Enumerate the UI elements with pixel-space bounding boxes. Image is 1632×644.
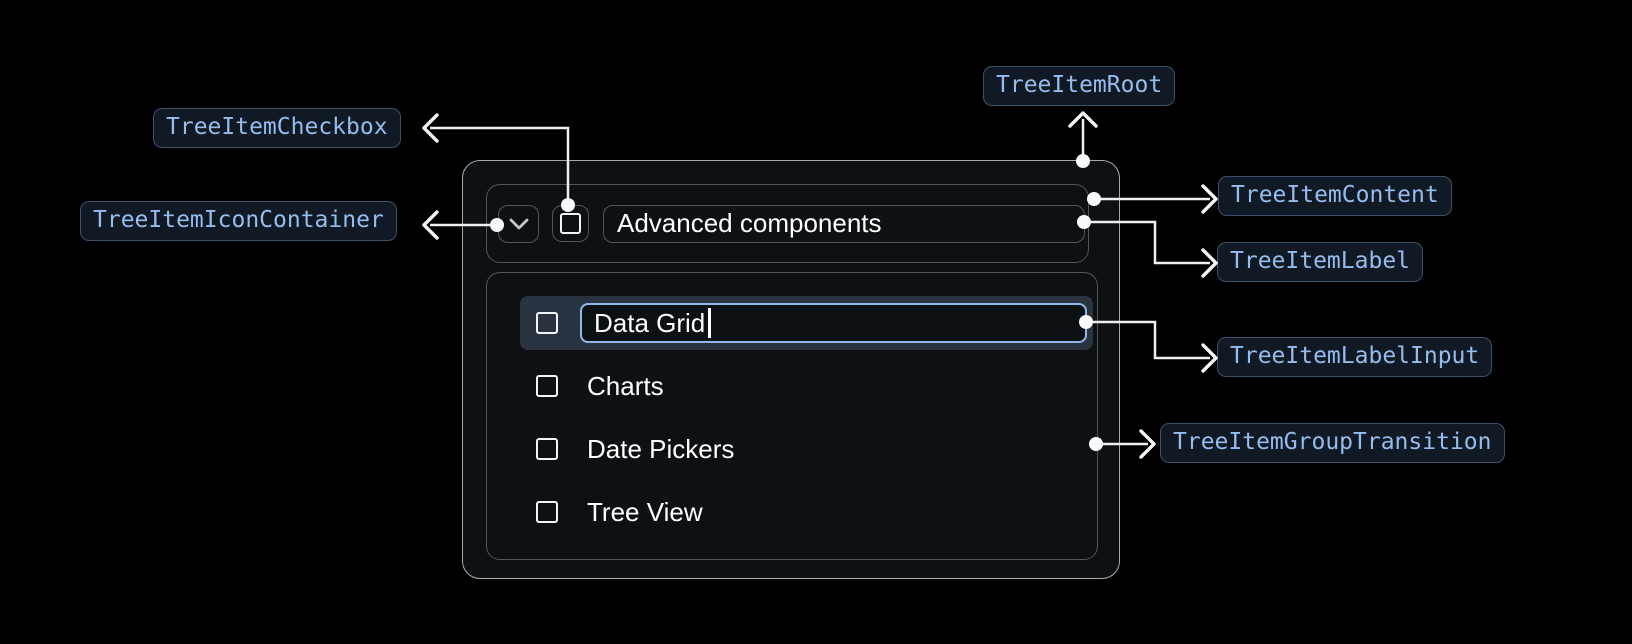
tree-item-root: Advanced components Data Grid Charts Dat…: [462, 160, 1120, 579]
tree-row-charts[interactable]: Charts: [520, 359, 1093, 413]
arrowhead-right-icon: [1201, 184, 1218, 214]
annotation-tree-item-icon-container: TreeItemIconContainer: [80, 201, 397, 241]
annotation-tree-item-label-input: TreeItemLabelInput: [1217, 337, 1493, 377]
checkbox-unchecked-icon: [560, 213, 581, 234]
annotation-tree-item-root: TreeItemRoot: [983, 66, 1176, 106]
row-label-text: Tree View: [587, 496, 703, 527]
arrowhead-left-icon: [422, 113, 439, 143]
tree-item-group-transition: Data Grid Charts Date Pickers Tree View: [486, 272, 1098, 560]
annotation-tree-item-label: TreeItemLabel: [1217, 242, 1424, 282]
checkbox-unchecked-icon[interactable]: [536, 312, 558, 334]
tree-item-checkbox[interactable]: [552, 205, 589, 242]
annotation-tree-item-content: TreeItemContent: [1218, 176, 1452, 216]
checkbox-unchecked-icon[interactable]: [536, 438, 558, 460]
arrowhead-right-icon: [1201, 343, 1218, 373]
annotation-tree-item-group-transition: TreeItemGroupTransition: [1160, 423, 1505, 463]
tree-item-content[interactable]: Advanced components: [486, 184, 1089, 263]
chevron-down-icon: [509, 218, 528, 229]
tree-item-label-input[interactable]: Data Grid: [580, 303, 1087, 343]
tree-row-date-pickers[interactable]: Date Pickers: [520, 422, 1093, 476]
label-input-value: Data Grid: [594, 307, 706, 338]
annotation-tree-item-checkbox: TreeItemCheckbox: [153, 108, 401, 148]
parent-label-text: Advanced components: [617, 208, 882, 238]
arrowhead-left-icon: [422, 210, 439, 240]
arrowhead-right-icon: [1139, 429, 1156, 459]
checkbox-unchecked-icon[interactable]: [536, 375, 558, 397]
arrowhead-right-icon: [1201, 248, 1218, 278]
tree-item-label: Advanced components: [603, 204, 1085, 243]
tree-row-data-grid[interactable]: Data Grid: [520, 296, 1093, 350]
checkbox-unchecked-icon[interactable]: [536, 501, 558, 523]
tree-item-icon-container[interactable]: [498, 204, 539, 243]
row-label-text: Date Pickers: [587, 433, 735, 464]
arrowhead-up-icon: [1068, 111, 1098, 128]
tree-row-tree-view[interactable]: Tree View: [520, 485, 1093, 539]
row-label-text: Charts: [587, 370, 664, 401]
text-caret: [708, 308, 711, 338]
